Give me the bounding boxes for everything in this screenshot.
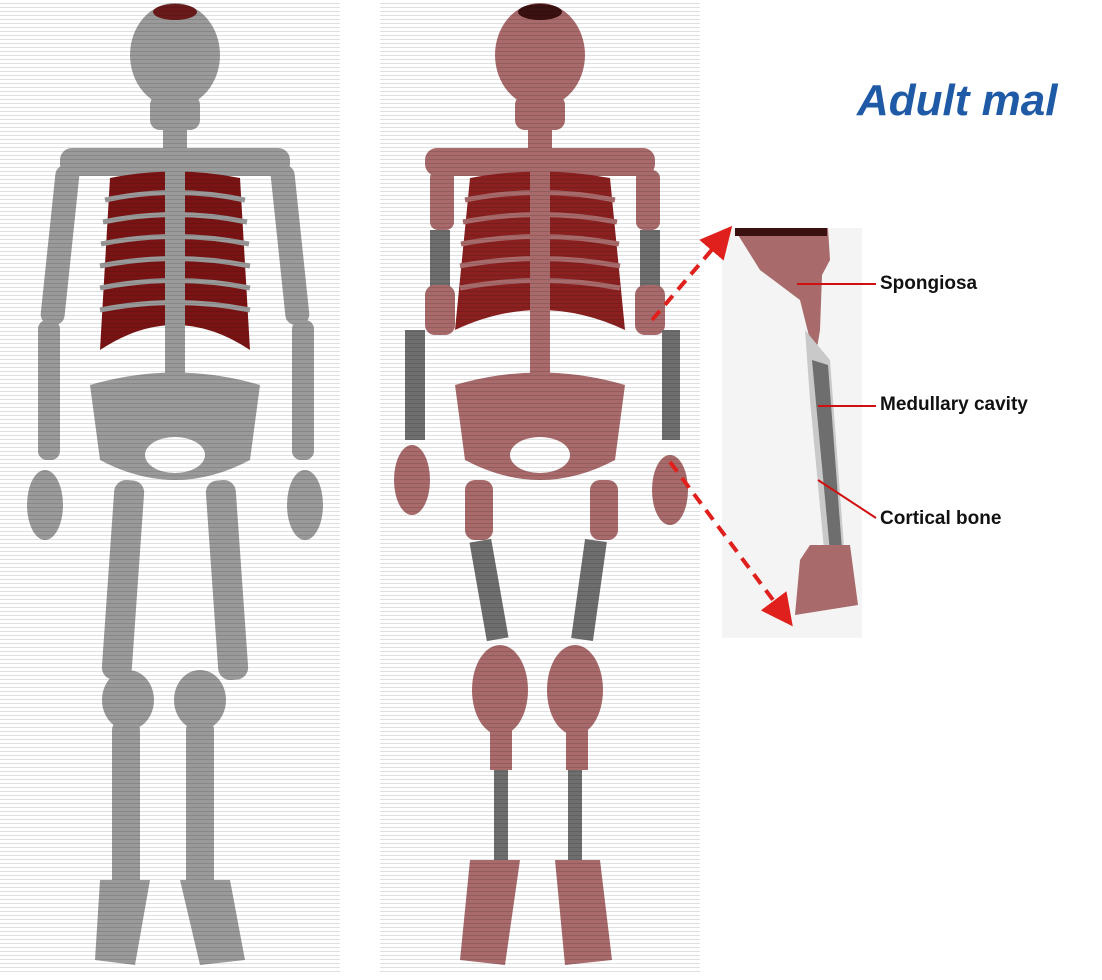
label-spongiosa: Spongiosa bbox=[880, 273, 977, 295]
label-medullary-cavity: Medullary cavity bbox=[880, 394, 1028, 416]
distal-end bbox=[795, 545, 858, 615]
figure-title: Adult mal bbox=[857, 76, 1057, 126]
forearm-detail bbox=[722, 228, 862, 638]
bone-cap bbox=[735, 228, 827, 236]
skeleton-pink bbox=[380, 0, 700, 975]
skeleton-gray bbox=[0, 0, 340, 975]
label-cortical-bone: Cortical bone bbox=[880, 508, 1001, 530]
